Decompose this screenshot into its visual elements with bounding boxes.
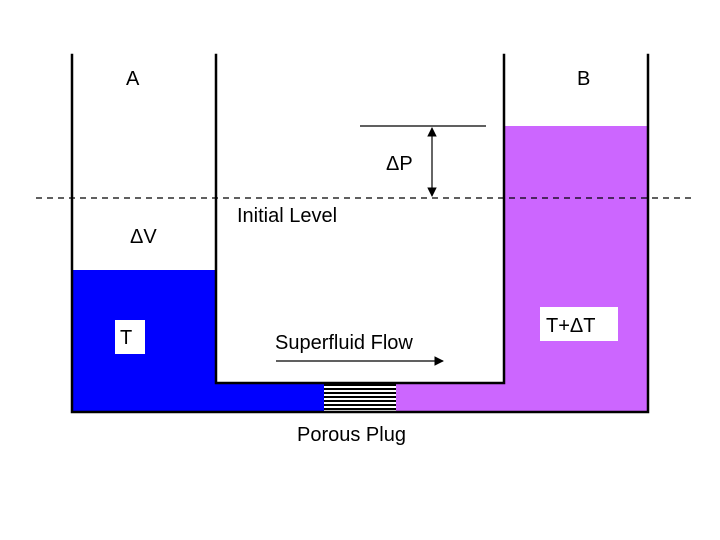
delta-v-label: ΔV xyxy=(130,226,157,248)
initial-level-label: Initial Level xyxy=(237,205,337,227)
container-a-label: A xyxy=(126,68,140,90)
fluid-a xyxy=(72,270,324,412)
temp-a-label-box xyxy=(115,320,145,354)
porous-plug xyxy=(324,383,396,412)
inner-wall xyxy=(214,53,506,385)
temp-b-label: T+ΔT xyxy=(546,315,595,337)
porous-plug-label: Porous Plug xyxy=(297,424,406,446)
outer-wall xyxy=(70,53,650,414)
fluid-b xyxy=(396,126,648,412)
temp-a-label: T xyxy=(120,327,132,349)
container-walls xyxy=(70,53,650,414)
container-b-label: B xyxy=(577,68,590,90)
delta-p-label: ΔP xyxy=(386,153,413,175)
temp-b-label-box xyxy=(540,307,618,341)
superfluid-flow-label: Superfluid Flow xyxy=(275,332,413,354)
